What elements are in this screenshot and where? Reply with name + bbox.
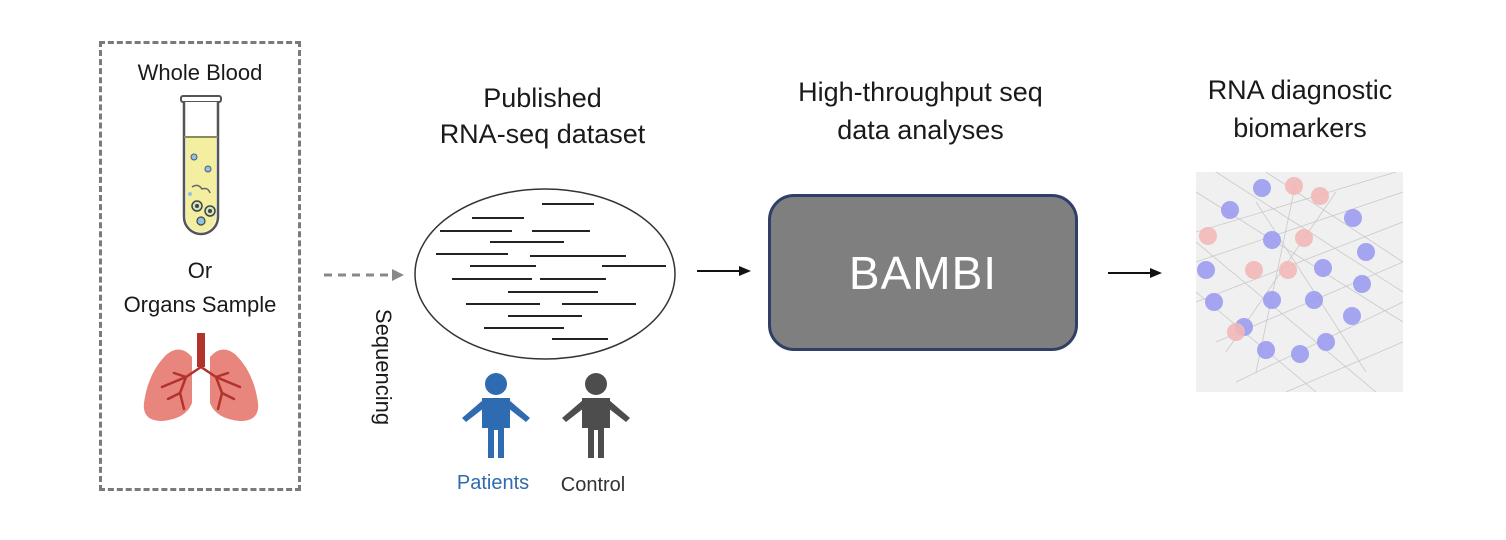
- biomarker-network-image: [1196, 172, 1403, 392]
- arrow-to-biomarkers: [1108, 268, 1162, 278]
- dashed-arrow: [324, 269, 404, 281]
- bambi-label: BAMBI: [848, 246, 998, 299]
- or-label: Or: [187, 258, 213, 283]
- published-title-line2: RNA-seq dataset: [439, 119, 646, 149]
- organs-sample-label: Organs Sample: [123, 292, 277, 317]
- bambi-box: BAMBI: [768, 194, 1078, 351]
- biomarkers-title-line2: biomarkers: [1233, 113, 1367, 143]
- published-dataset-title: Published RNA-seq dataset: [400, 80, 685, 152]
- analysis-title-line2: data analyses: [837, 115, 1004, 145]
- sample-group-box: [99, 41, 301, 491]
- arrow-to-bambi: [697, 266, 751, 276]
- control-person-icon: [562, 373, 630, 458]
- patient-person-icon: [462, 373, 530, 458]
- blood-tube-icon: [180, 95, 222, 236]
- published-title-line1: Published: [483, 83, 602, 113]
- lungs-icon: [143, 333, 259, 421]
- patients-label: Patients: [456, 472, 530, 494]
- biomarkers-title-line1: RNA diagnostic: [1207, 75, 1393, 105]
- analysis-title-line1: High-throughput seq: [798, 77, 1043, 107]
- whole-blood-label: Whole Blood: [137, 60, 263, 85]
- analysis-title: High-throughput seq data analyses: [748, 73, 1093, 149]
- control-label: Control: [560, 474, 626, 496]
- sequencing-label: Sequencing: [371, 308, 396, 426]
- biomarkers-title: RNA diagnostic biomarkers: [1160, 71, 1440, 147]
- reads-ellipse: [414, 188, 676, 360]
